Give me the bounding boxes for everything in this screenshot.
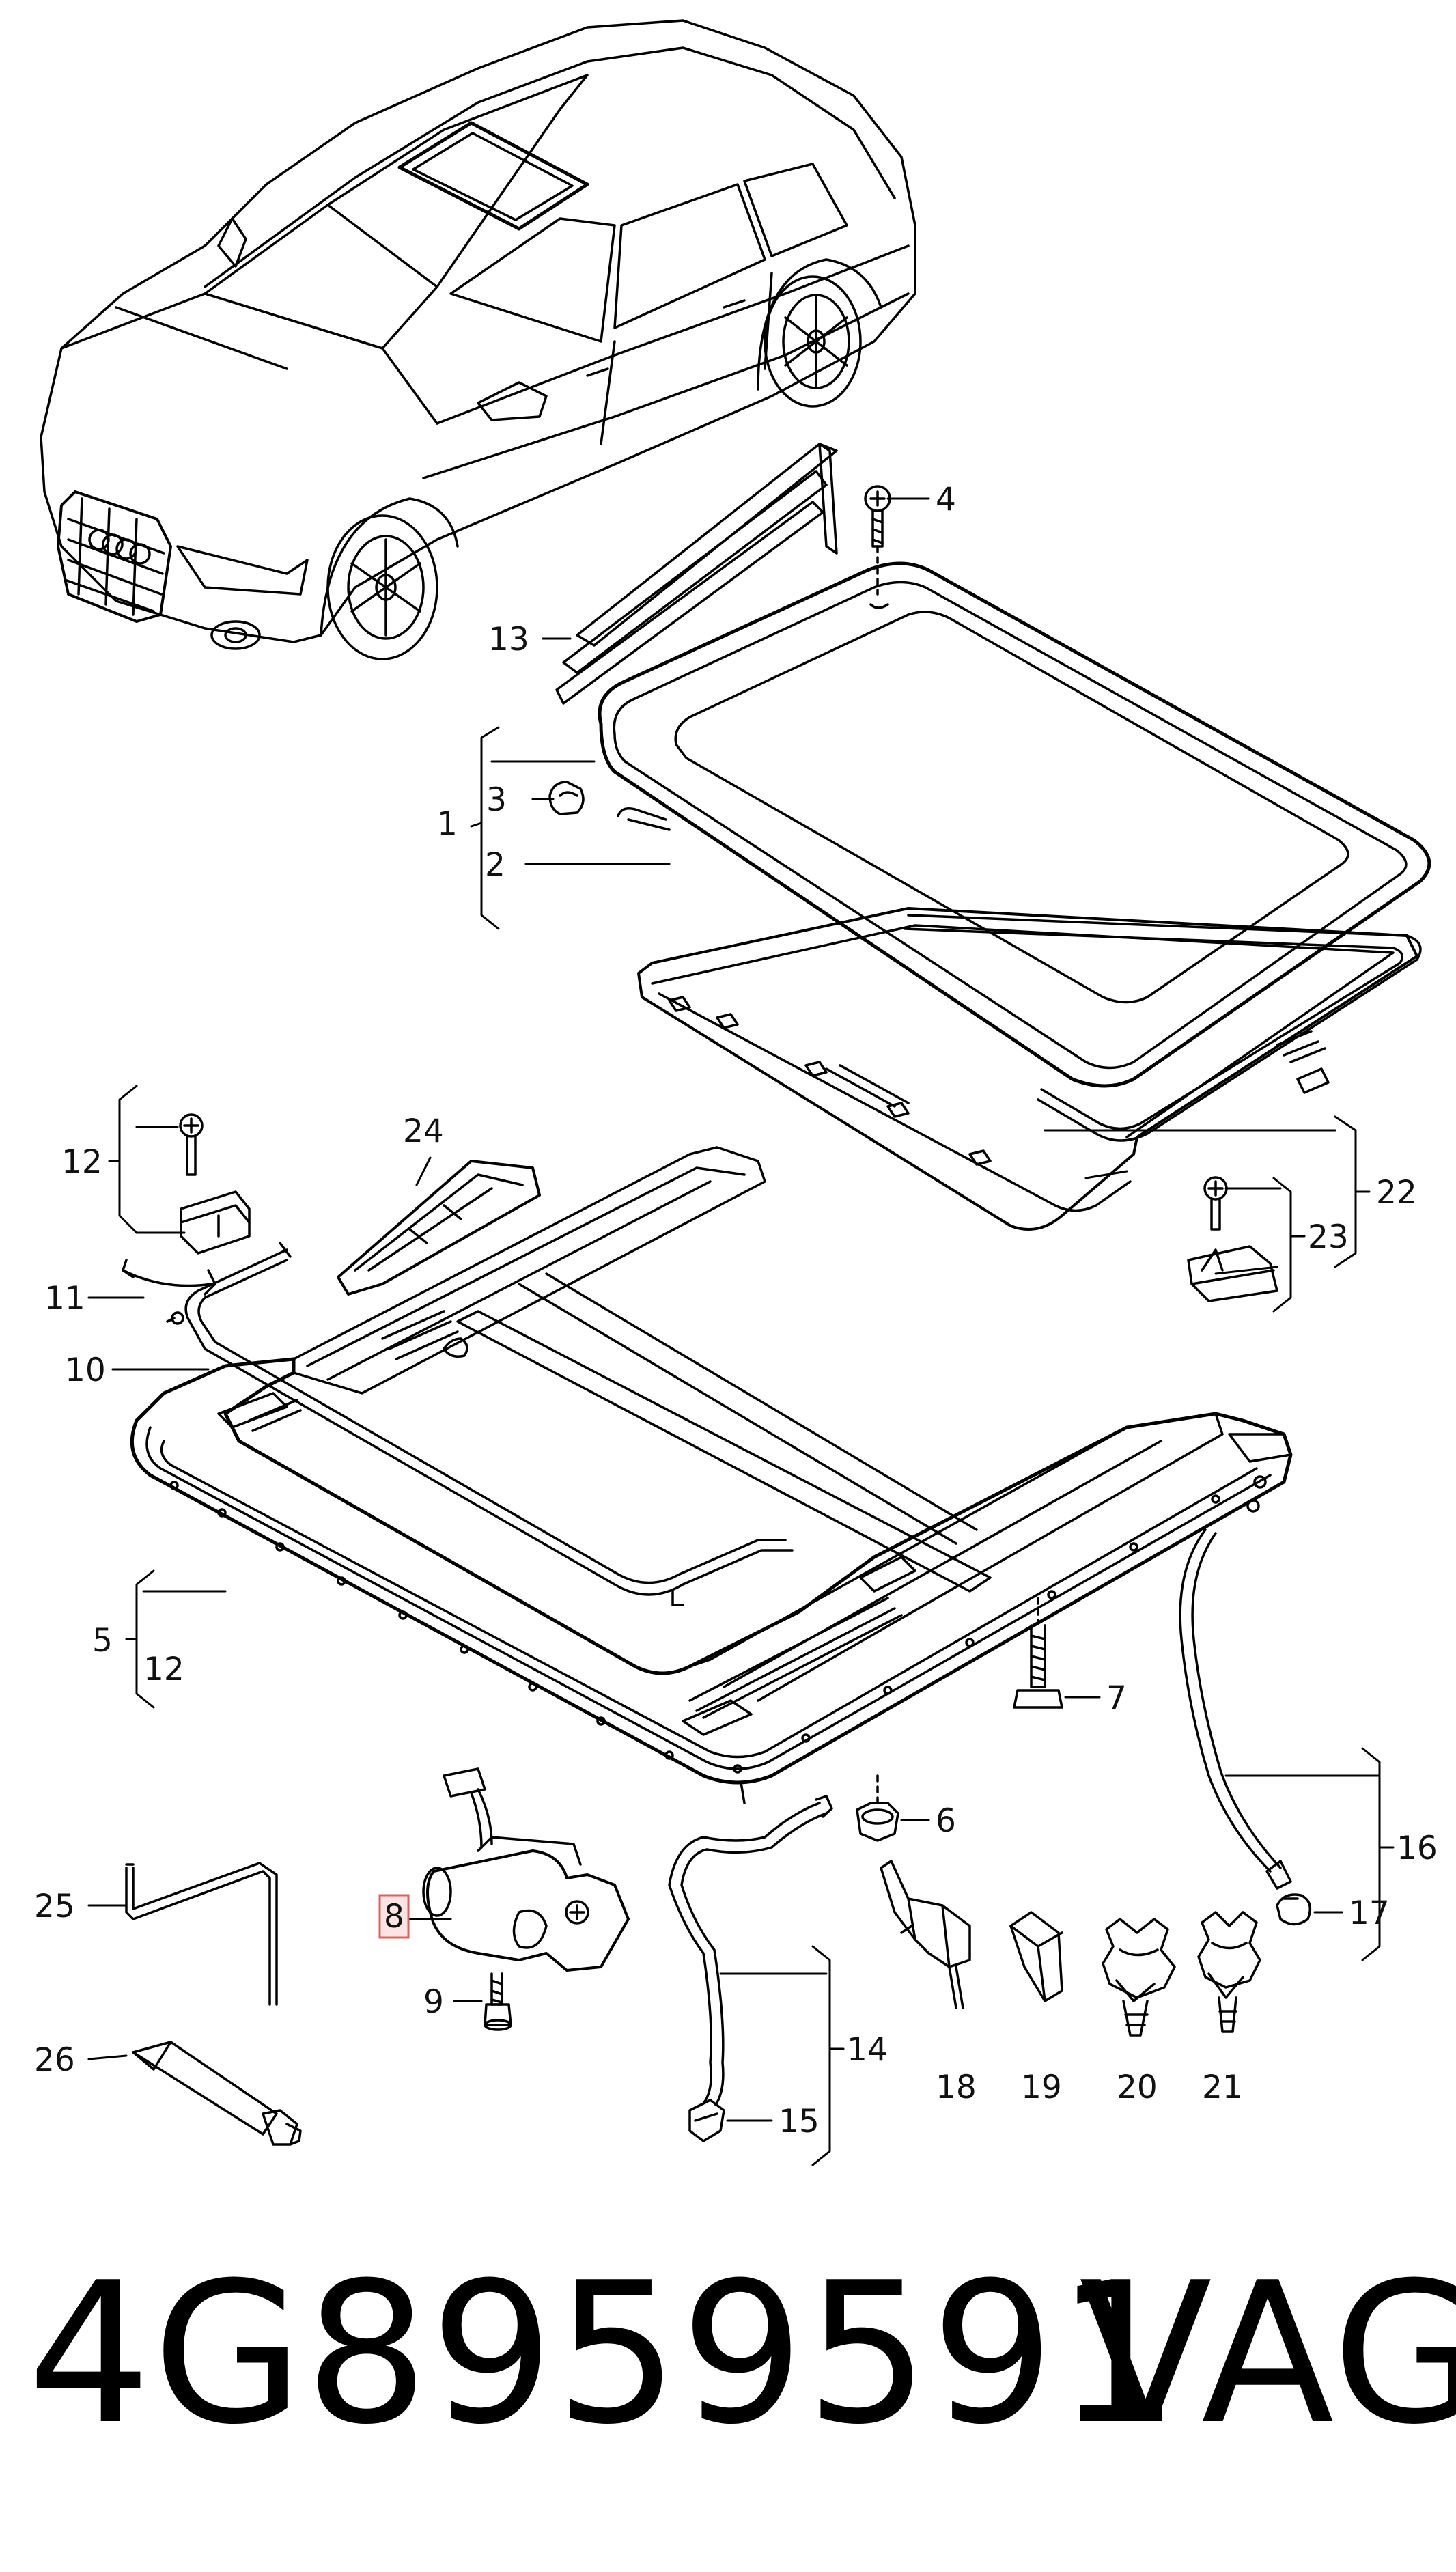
part-7-bolt xyxy=(1013,1597,1063,1709)
callout-19[interactable]: 19 xyxy=(1021,2069,1062,2106)
part-9-screw xyxy=(484,1972,512,2031)
callout-11[interactable]: 11 xyxy=(44,1280,85,1317)
callout-15[interactable]: 15 xyxy=(779,2103,820,2140)
callout-1[interactable]: 1 xyxy=(437,805,458,843)
part-18-bracket xyxy=(880,1860,971,2009)
part-5-main-frame xyxy=(130,1146,1293,1804)
callout-13[interactable]: 13 xyxy=(488,621,529,658)
part-10-seal xyxy=(166,1242,794,1606)
callout-24[interactable]: 24 xyxy=(403,1113,444,1150)
callout-5[interactable]: 5 xyxy=(92,1622,113,1660)
part-24-cover xyxy=(337,1160,541,1296)
part-3-cap xyxy=(548,781,585,815)
callout-17[interactable]: 17 xyxy=(1349,1895,1390,1932)
part-26-grease-tube xyxy=(132,2041,302,2146)
callout-20[interactable]: 20 xyxy=(1117,2069,1158,2106)
callout-23[interactable]: 23 xyxy=(1308,1218,1349,1256)
callout-21[interactable]: 21 xyxy=(1202,2069,1243,2106)
callout-18[interactable]: 18 xyxy=(936,2069,977,2106)
highlighted-callout-box xyxy=(378,1894,410,1939)
part-8-motor xyxy=(422,1767,630,1972)
callout-25[interactable]: 25 xyxy=(34,1888,75,1925)
car-illustration xyxy=(40,19,916,660)
part-12-bracket-top xyxy=(179,1113,251,1255)
part-4-screw xyxy=(864,485,891,596)
callout-labels: 1 2 3 4 5 12 6 7 8 9 10 11 12 13 14 15 1… xyxy=(34,481,1438,2140)
part-20-clip xyxy=(1102,1918,1176,2037)
part-21-clip xyxy=(1197,1911,1261,2033)
part-17-grommet xyxy=(1276,1893,1312,1926)
callout-9[interactable]: 9 xyxy=(423,1983,444,2021)
callout-16[interactable]: 16 xyxy=(1397,1830,1438,1867)
part-22-glass-frame xyxy=(637,907,1418,1231)
leader-lines xyxy=(87,497,1395,2166)
callout-12[interactable]: 12 xyxy=(61,1143,102,1181)
callout-8[interactable]: 8 xyxy=(384,1898,404,1935)
callout-2[interactable]: 2 xyxy=(485,846,505,884)
rear-wheel xyxy=(764,275,862,408)
part-23-guide xyxy=(1187,1176,1278,1302)
callout-6[interactable]: 6 xyxy=(936,1802,956,1840)
callout-26[interactable]: 26 xyxy=(34,2041,75,2079)
callout-4[interactable]: 4 xyxy=(936,481,956,518)
part-1-glass-panel xyxy=(598,561,1431,1088)
part-6-nut xyxy=(856,1774,899,1842)
part-19-cover xyxy=(1009,1911,1063,2002)
part-13-wind-deflector xyxy=(555,443,838,705)
part-number: 4G8959591 xyxy=(27,2241,1181,2468)
part-14-drain-hose xyxy=(668,1795,833,2106)
part-15-grommet xyxy=(688,2099,725,2142)
callout-10[interactable]: 10 xyxy=(65,1352,106,1389)
brand-label: VAG xyxy=(1079,2241,1456,2468)
part-2-seal xyxy=(617,807,1422,1142)
car-grille xyxy=(57,490,172,623)
part-25-hex-key xyxy=(125,1862,278,2006)
callout-22[interactable]: 22 xyxy=(1376,1174,1417,1212)
callout-14[interactable]: 14 xyxy=(847,2031,888,2069)
callout-7[interactable]: 7 xyxy=(1106,1679,1127,1717)
part-16-drain-hose xyxy=(1179,1528,1292,1890)
callout-5-sub-12[interactable]: 12 xyxy=(143,1651,184,1688)
car-sunroof xyxy=(397,121,589,231)
callout-3[interactable]: 3 xyxy=(486,781,507,819)
